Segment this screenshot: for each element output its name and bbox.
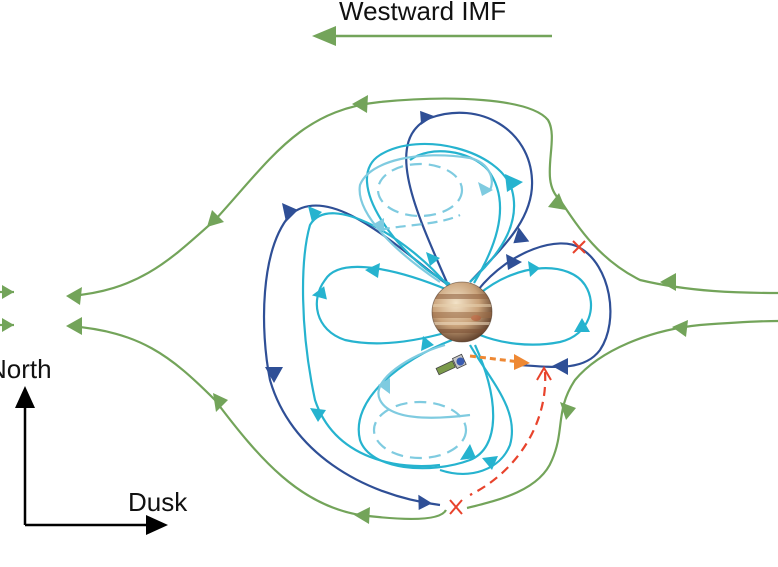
north-axis-label: North (0, 354, 52, 384)
jupiter-planet (431, 281, 493, 343)
imf-direction-arrow (312, 26, 552, 46)
dusk-arrowhead (146, 515, 168, 535)
reconnection-flow-line (469, 371, 547, 496)
dusk-axis-label: Dusk (128, 487, 188, 517)
imf-title: Westward IMF (339, 0, 507, 26)
imf-arrowheads (2, 95, 688, 524)
reconnection-x-marker (449, 240, 586, 515)
orientation-axes (23, 398, 155, 527)
vortex-flow-lines (358, 154, 493, 460)
reconnection-arrow (536, 366, 552, 381)
outer-closed-field-lines (262, 111, 612, 507)
north-arrowhead (15, 386, 35, 408)
vortex-arrowheads (372, 182, 493, 394)
plasma-flow-arrow (469, 354, 530, 370)
spacecraft-icon (435, 353, 467, 376)
outer-closed-arrowheads (265, 110, 568, 511)
inner-closed-arrowheads (308, 174, 590, 470)
